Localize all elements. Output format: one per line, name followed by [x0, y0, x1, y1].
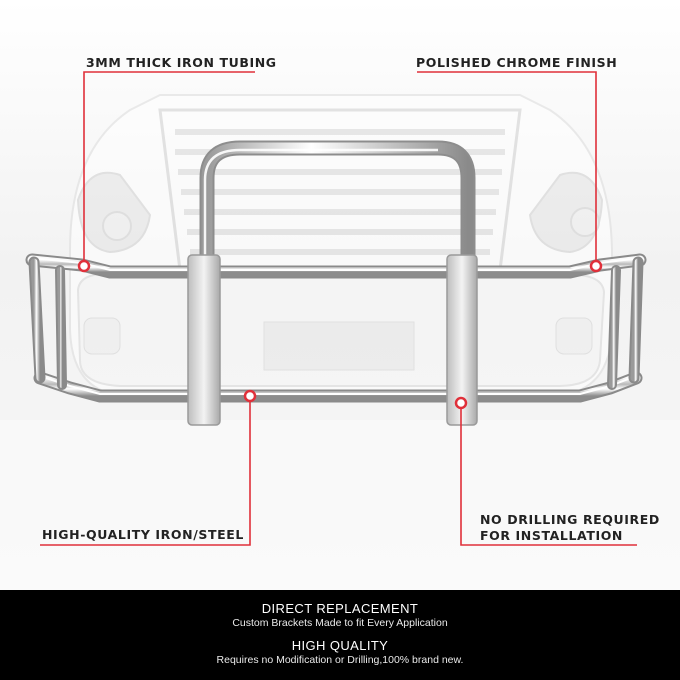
- leader-material: [40, 396, 251, 546]
- callout-tubing: 3MM THICK IRON TUBING: [86, 55, 277, 70]
- left-mount-bracket: [187, 254, 221, 426]
- callout-material: HIGH-QUALITY IRON/STEEL: [42, 527, 244, 542]
- footer-sub-brackets: Custom Brackets Made to fit Every Applic…: [232, 617, 448, 629]
- truck-silhouette: [69, 94, 613, 396]
- leader-tubing: [83, 71, 255, 265]
- leader-drilling: [460, 403, 637, 546]
- feature-footer: DIRECT REPLACEMENT Custom Brackets Made …: [0, 590, 680, 680]
- grille-guard-illustration: [0, 0, 680, 590]
- grille-guard: [25, 140, 647, 426]
- ring-marker-icon: [454, 396, 468, 410]
- callout-drilling: NO DRILLING REQUIRED FOR INSTALLATION: [480, 512, 660, 544]
- ring-markers: [77, 259, 603, 410]
- ring-marker-icon: [77, 259, 91, 273]
- product-scene: [0, 0, 680, 590]
- ring-marker-icon: [243, 389, 257, 403]
- callout-leaders: [40, 71, 637, 546]
- ring-marker-icon: [589, 259, 603, 273]
- callout-drilling-line1: NO DRILLING REQUIRED: [480, 512, 660, 527]
- footer-heading-direct-replacement: DIRECT REPLACEMENT: [261, 601, 419, 616]
- callout-finish: POLISHED CHROME FINISH: [416, 55, 618, 70]
- footer-heading-high-quality: HIGH QUALITY: [291, 638, 389, 653]
- right-mount-bracket: [446, 254, 478, 426]
- leader-finish: [417, 71, 597, 266]
- callout-drilling-line2: FOR INSTALLATION: [480, 528, 623, 543]
- footer-sub-no-modification: Requires no Modification or Drilling,100…: [216, 654, 464, 666]
